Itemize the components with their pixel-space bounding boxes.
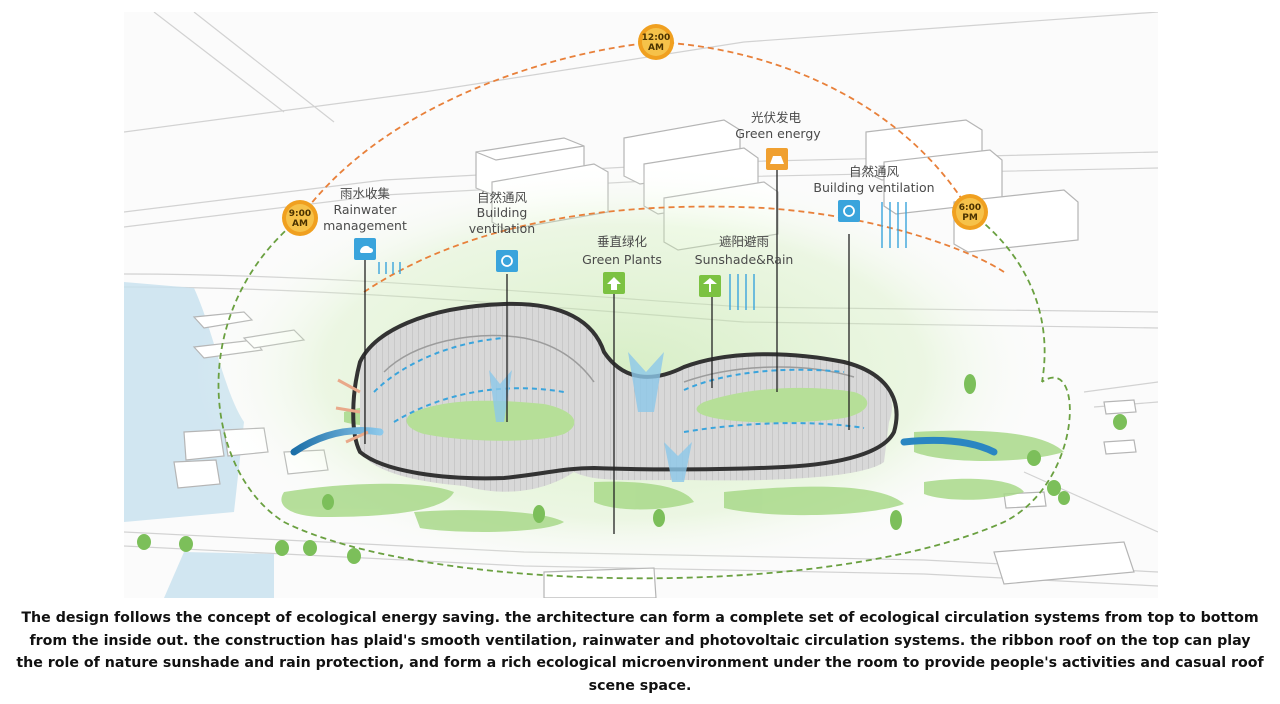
ventilation-left-icon	[496, 250, 518, 272]
label-sunshade-cn: 遮阳避雨	[719, 234, 769, 249]
green-plants-icon	[603, 272, 625, 294]
thermal-plumes	[489, 352, 692, 482]
label-green-energy-cn: 光伏发电	[751, 110, 802, 125]
landscape-greenery	[281, 405, 1064, 532]
label-ventilation-left-en1: Building	[477, 205, 528, 220]
label-green-energy: 光伏发电 Green energy	[735, 110, 821, 141]
outflow-arrows	[335, 378, 369, 444]
rain-arrows	[378, 202, 907, 310]
diagram-caption: The design follows the concept of ecolog…	[16, 610, 1264, 694]
label-rainwater-en2: management	[323, 218, 407, 233]
sun-morning: 9:00 AM	[282, 200, 318, 236]
rainwater-icon	[354, 238, 376, 260]
sun-path	[217, 41, 1071, 580]
roof-garden-right	[696, 387, 868, 423]
sun-noon-time: 12:00	[642, 33, 671, 43]
label-ventilation-right-cn: 自然通风	[849, 164, 900, 179]
facade	[360, 303, 892, 492]
label-green-plants-cn: 垂直绿化	[597, 234, 648, 249]
label-green-plants-en: Green Plants	[582, 252, 662, 267]
roof-garden-left	[406, 400, 575, 441]
eco-architecture-diagram: 12:00 AM 9:00 AM 6:00 PM 雨水收集 Rainwater …	[124, 12, 1158, 598]
label-sunshade: 遮阳避雨 Sunshade&Rain	[695, 234, 794, 267]
sun-noon-period: AM	[648, 43, 664, 53]
green-energy-icon	[766, 148, 788, 170]
ventilation-right-icon	[838, 200, 860, 222]
sun-evening-time: 6:00	[959, 203, 981, 213]
label-rainwater-cn: 雨水收集	[340, 186, 391, 201]
sun-evening: 6:00 PM	[952, 194, 988, 230]
label-ventilation-right: 自然通风 Building ventilation	[813, 164, 934, 195]
label-ventilation-left-cn: 自然通风	[477, 190, 528, 205]
roof-outline	[351, 301, 899, 481]
label-ventilation-left-en2: ventilation	[469, 221, 535, 236]
building-mass	[351, 301, 899, 492]
inflow-arrows	[290, 427, 998, 456]
label-green-plants: 垂直绿化 Green Plants	[582, 234, 662, 267]
sunshade-icon	[699, 275, 721, 297]
roof-inner-ring-right	[683, 366, 855, 383]
sun-noon: 12:00 AM	[638, 24, 674, 60]
airflow-arrows	[373, 337, 865, 433]
sun-morning-time: 9:00	[289, 209, 311, 219]
label-green-energy-en: Green energy	[735, 126, 821, 141]
sun-morning-period: AM	[292, 219, 308, 229]
callout-lines	[364, 170, 850, 534]
roof-inner-ring	[383, 334, 595, 383]
label-ventilation-left: 自然通风 Building ventilation	[469, 190, 535, 236]
trees	[137, 374, 1127, 564]
label-rainwater: 雨水收集 Rainwater management	[323, 186, 407, 233]
sun-evening-period: PM	[962, 213, 978, 223]
label-sunshade-en: Sunshade&Rain	[695, 252, 794, 267]
label-rainwater-en1: Rainwater	[333, 202, 397, 217]
label-ventilation-right-en: Building ventilation	[813, 180, 934, 195]
